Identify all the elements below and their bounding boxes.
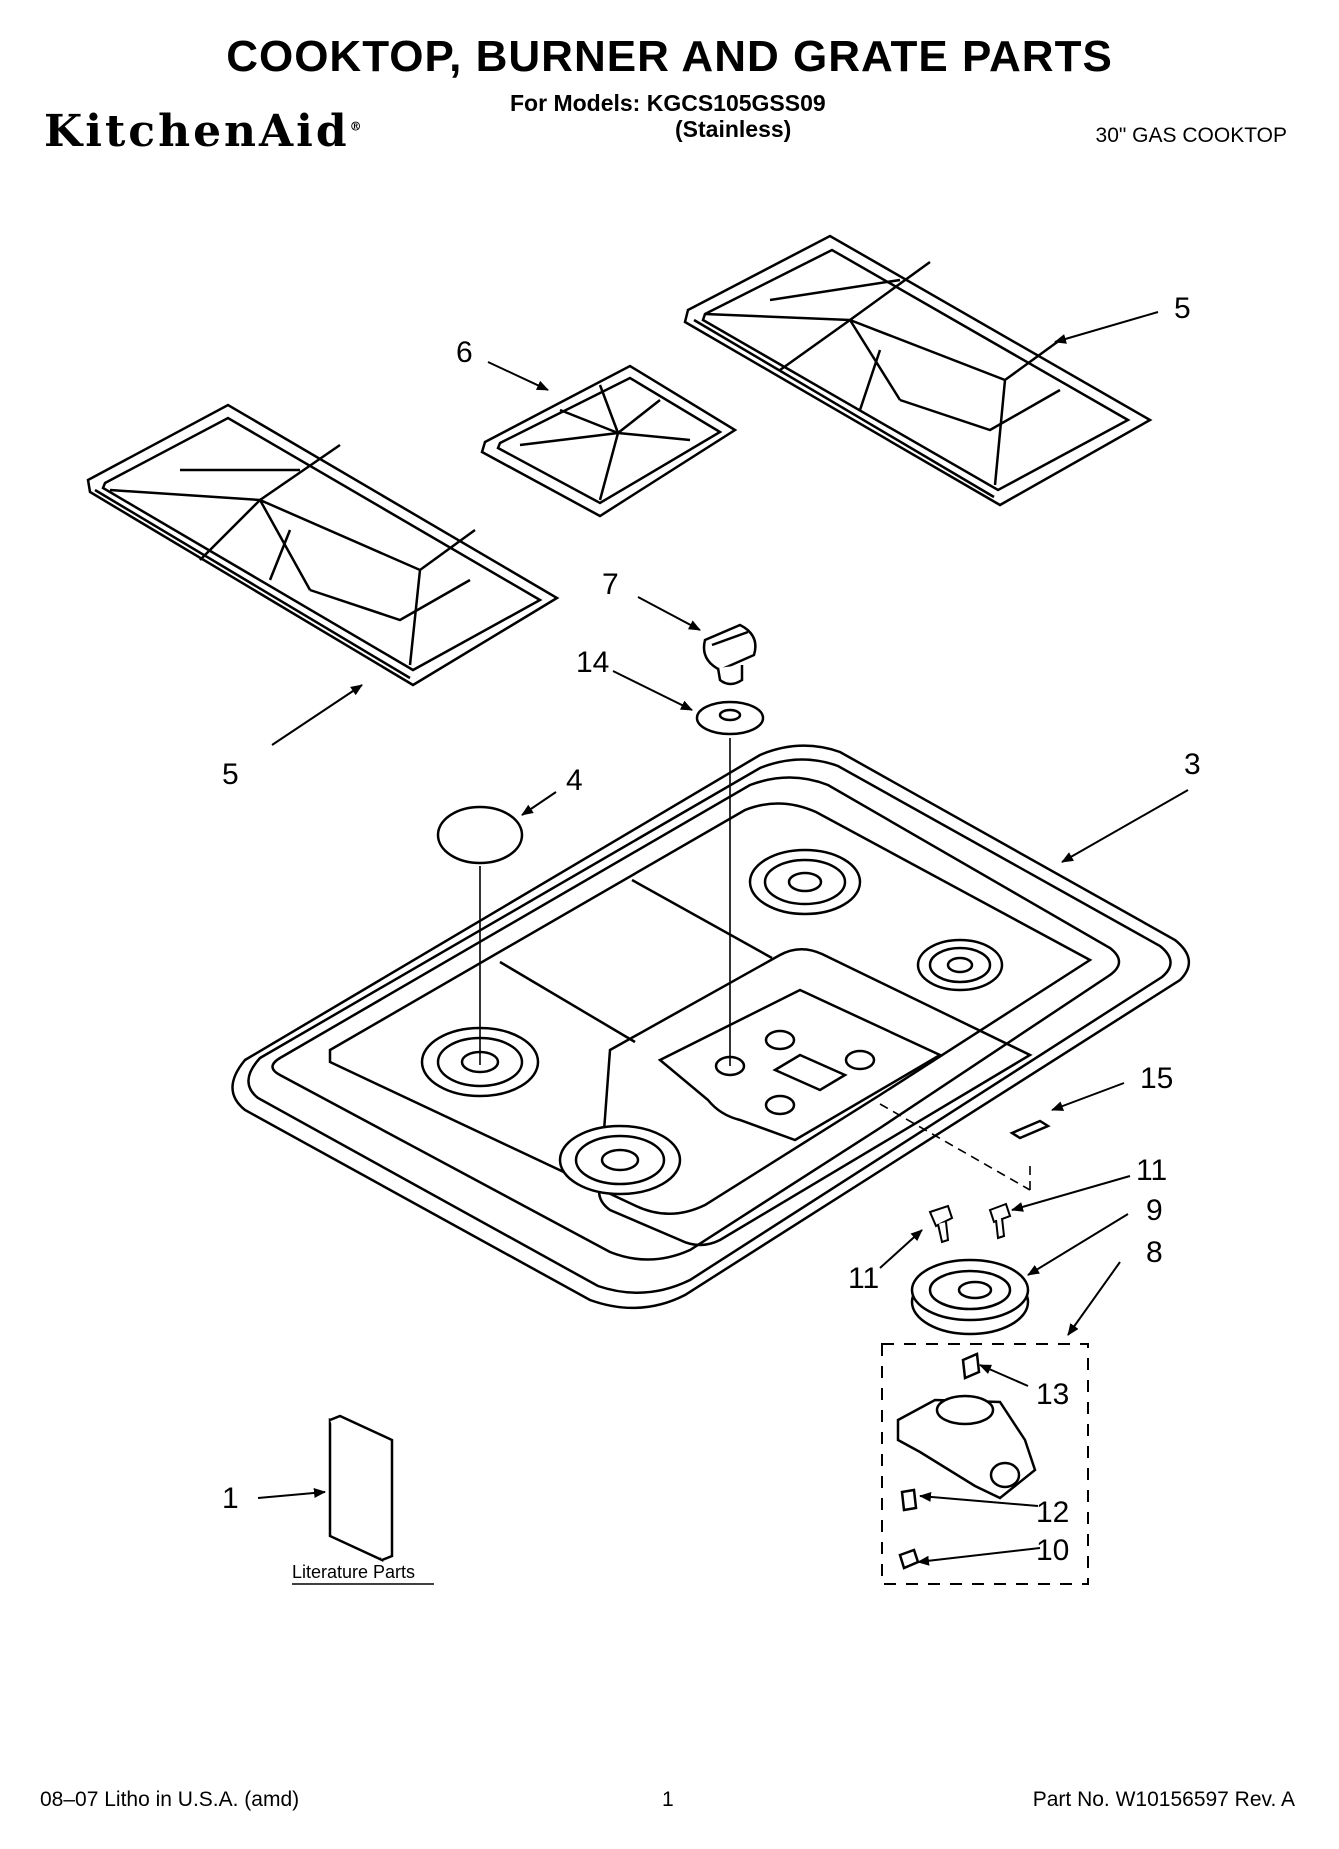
callout-6: 6 — [456, 336, 473, 369]
model-variant: (Stainless) — [675, 116, 792, 142]
leader-arrows — [257, 311, 1189, 1566]
grate-right — [683, 234, 1153, 507]
callout-4: 4 — [566, 764, 583, 797]
cooktop-surface — [231, 744, 1190, 1310]
callout-10: 10 — [1036, 1534, 1069, 1567]
control-knob — [702, 623, 757, 686]
brand-name: KitchenAid — [44, 106, 350, 157]
callout-14: 14 — [576, 646, 609, 679]
callout-3: 3 — [1184, 748, 1201, 781]
callout-8: 8 — [1146, 1236, 1163, 1269]
footer-litho: 08–07 Litho in U.S.A. (amd) — [40, 1788, 300, 1811]
callout-13: 13 — [1036, 1378, 1069, 1411]
callout-11-right: 11 — [1136, 1154, 1167, 1187]
page-title: COOKTOP, BURNER AND GRATE PARTS — [226, 32, 1113, 81]
burner-cap — [436, 805, 524, 865]
grate-left — [86, 403, 560, 687]
screw-right — [988, 1202, 1012, 1240]
callout-12: 12 — [1036, 1496, 1069, 1529]
grate-center — [480, 364, 738, 518]
burner-assembly-box — [881, 1343, 1089, 1585]
part-number: Part No. W10156597 Rev. A — [1032, 1788, 1295, 1811]
callout-9: 9 — [1146, 1194, 1163, 1227]
product-subtitle: 30" GAS COOKTOP — [1095, 124, 1287, 147]
screw-left — [928, 1204, 954, 1244]
callout-5-left: 5 — [222, 758, 239, 791]
burner-valve-assembly — [896, 1352, 1037, 1570]
burner-base — [910, 1258, 1030, 1336]
page-number: 1 — [662, 1788, 674, 1811]
callout-5-right: 5 — [1174, 292, 1191, 325]
model-number: For Models: KGCS105GSS09 — [510, 90, 826, 116]
callout-11-left: 11 — [848, 1262, 879, 1295]
brand-logo: KitchenAid® — [44, 106, 362, 157]
literature-label: Literature Parts — [292, 1562, 415, 1582]
brand-registered-mark: ® — [349, 119, 362, 134]
callout-7: 7 — [602, 568, 619, 601]
callout-15: 15 — [1140, 1062, 1173, 1095]
literature-booklet — [328, 1414, 394, 1562]
reference-lines — [479, 738, 1031, 1191]
spark-switch — [1009, 1119, 1051, 1140]
callout-1: 1 — [222, 1482, 239, 1515]
knob-bezel — [695, 700, 765, 736]
